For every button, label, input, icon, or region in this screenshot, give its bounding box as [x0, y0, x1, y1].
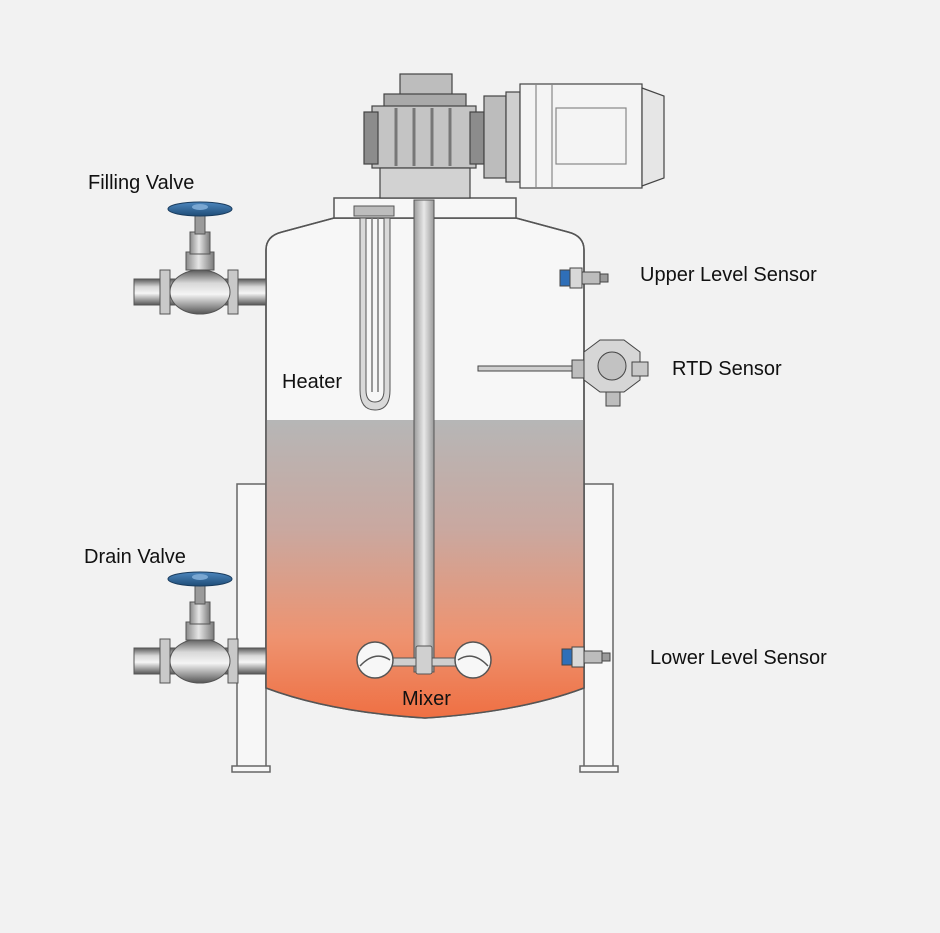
- mixer-impeller: [357, 642, 491, 678]
- filling-valve: [134, 202, 266, 314]
- heater-label: Heater: [282, 372, 342, 392]
- mixer-shaft: [414, 200, 434, 672]
- electric-motor-icon: [506, 84, 664, 188]
- upper-level-sensor-label: Upper Level Sensor: [640, 265, 817, 285]
- valve-handwheel-icon: [168, 202, 232, 216]
- lower-level-sensor-label: Lower Level Sensor: [650, 648, 827, 668]
- filling-valve-label: Filling Valve: [88, 173, 194, 193]
- rtd-sensor-label: RTD Sensor: [672, 359, 782, 379]
- drain-valve-label: Drain Valve: [84, 547, 186, 567]
- mixer-label: Mixer: [402, 689, 451, 709]
- gearbox-icon: [364, 74, 506, 198]
- valve-handwheel-icon: [168, 572, 232, 586]
